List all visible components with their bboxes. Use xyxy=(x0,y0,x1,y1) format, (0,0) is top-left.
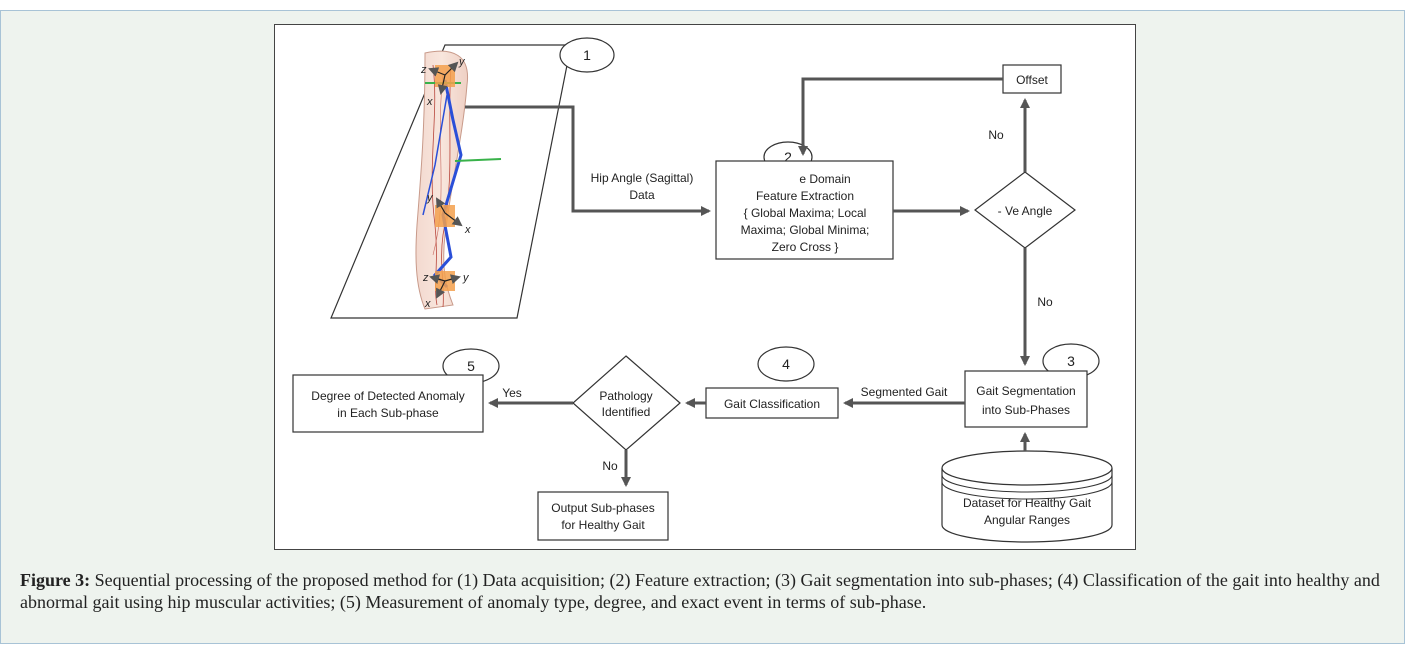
dataset-cylinder xyxy=(941,450,1113,543)
green-segment-line xyxy=(454,158,502,162)
feature-box-line: Feature Extraction xyxy=(756,189,854,203)
output-subphases-box xyxy=(537,491,669,541)
feature-box-line: Maxima; Global Minima; xyxy=(741,223,870,237)
step-number: 1 xyxy=(583,47,591,63)
pathology-line: Pathology xyxy=(599,389,652,403)
step-number: 2 xyxy=(784,149,792,165)
pathology-diamond xyxy=(572,355,681,451)
figure-panel: z y x y x z y x 1 2 xyxy=(0,10,1405,644)
leg-illustration: z y x y x z y x xyxy=(330,44,572,319)
degree-line: Degree of Detected Anomaly xyxy=(311,389,464,403)
clipped-header-text xyxy=(0,0,1407,10)
axis-label: x xyxy=(424,298,431,310)
diagram-frame: z y x y x z y x 1 2 xyxy=(274,24,1136,550)
skeleton-line xyxy=(422,94,448,216)
yes-label: Yes xyxy=(502,386,522,400)
feature-box-line: e Domain xyxy=(799,172,850,186)
axis-label: y xyxy=(426,192,434,204)
vessel-line xyxy=(432,74,444,256)
sensor-patch xyxy=(435,271,455,291)
caption-text: Sequential processing of the proposed me… xyxy=(20,570,1380,612)
feature-box-line: { Global Maxima; Local xyxy=(744,206,867,220)
no-label-top: No xyxy=(988,128,1004,142)
dataset-line: Angular Ranges xyxy=(984,513,1070,527)
ve-angle-label: - Ve Angle xyxy=(998,204,1053,218)
output-line: for Healthy Gait xyxy=(561,518,645,532)
step-marker-1 xyxy=(559,37,615,73)
axis-label: y xyxy=(462,272,470,284)
dataset-line: Dataset for Healthy Gait xyxy=(963,496,1092,510)
no-label-bottom: No xyxy=(602,459,618,473)
feature-extraction-box xyxy=(715,160,894,260)
pathology-line: Identified xyxy=(602,405,651,419)
arrow-offset-to-feature xyxy=(798,77,1003,156)
output-line: Output Sub-phases xyxy=(551,501,654,515)
gait-segmentation-box xyxy=(964,370,1088,428)
step-marker-4 xyxy=(757,346,815,382)
sensor-patch xyxy=(435,205,455,227)
feature-box-line: Zero Cross } xyxy=(772,240,839,254)
figure-caption: Figure 3: Sequential processing of the p… xyxy=(20,569,1380,613)
segmentation-line: into Sub-Phases xyxy=(982,403,1070,417)
step-number: 5 xyxy=(467,358,475,374)
segmentation-line: Gait Segmentation xyxy=(976,384,1075,398)
axis-label: x xyxy=(426,96,433,108)
hip-angle-label-line: Hip Angle (Sagittal) xyxy=(591,171,694,185)
axis-label: z xyxy=(420,64,427,76)
segmented-gait-label: Segmented Gait xyxy=(861,385,948,399)
flowchart-diagram: z y x y x z y x 1 2 xyxy=(292,37,1113,543)
degree-anomaly-box xyxy=(292,374,484,433)
offset-label: Offset xyxy=(1016,73,1048,87)
hip-angle-label-line: Data xyxy=(629,188,655,202)
axis-arrows xyxy=(428,61,463,299)
axis-label: y xyxy=(458,56,466,68)
step-number: 3 xyxy=(1067,353,1075,369)
axis-label: x xyxy=(464,224,471,236)
no-label-right: No xyxy=(1037,295,1053,309)
step-number: 4 xyxy=(782,356,790,372)
axis-label: z xyxy=(422,272,429,284)
arrow-leg-to-feature xyxy=(465,105,711,216)
caption-label: Figure 3: xyxy=(20,570,91,590)
classification-label: Gait Classification xyxy=(724,397,820,411)
degree-line: in Each Sub-phase xyxy=(337,406,439,420)
